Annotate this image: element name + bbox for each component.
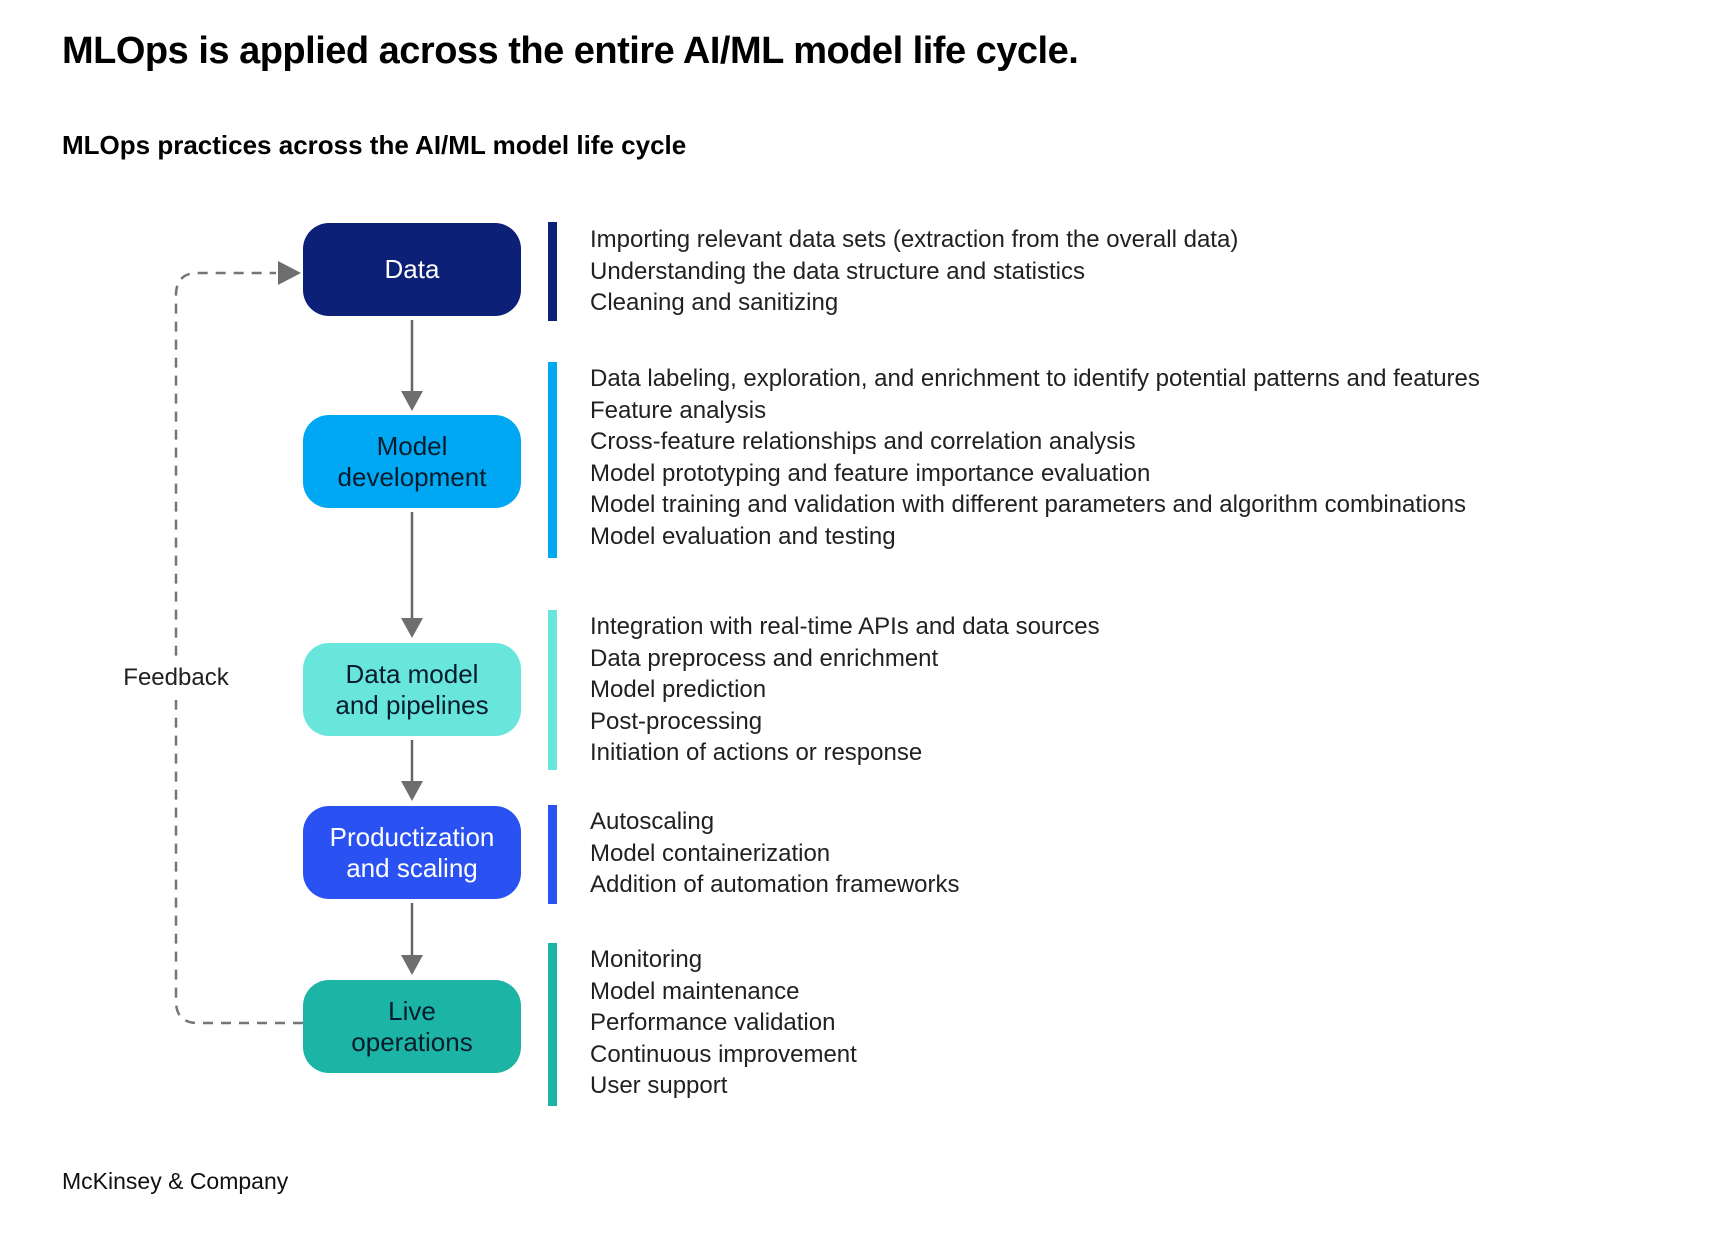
practice-item: Model containerization [590,839,831,867]
stage-box-label: Data [384,254,440,284]
flow-arrow-down-1 [401,320,423,411]
practice-item: Post-processing [590,707,763,735]
practice-item: Data preprocess and enrichment [590,644,939,672]
stage-box-label: Data model and pipelines [335,658,489,720]
stage-box-model-development: Model development [303,415,521,508]
flow-arrow-down-3 [401,740,423,801]
stage-accent-bar [548,943,557,1106]
practice-item: Model training and validation with diffe… [590,491,1467,518]
practice-item: Model evaluation and testing [590,522,896,550]
footer-brand: McKinsey & Company [62,1168,289,1194]
practice-item: Continuous improvement [590,1040,857,1068]
stage-accent-bar [548,362,557,558]
stage-practices-list: Integration with real-time APIs and data… [590,611,1100,769]
stage-accent-bar [548,610,557,770]
stage-box-label: Model development [337,430,487,492]
flow-arrow-down-4 [401,903,423,975]
practice-item: Monitoring [590,946,703,973]
stage-accent-bar [548,805,557,904]
practice-item: Model maintenance [590,977,800,1005]
practice-item: Data labeling, exploration, and enrichme… [590,365,1480,392]
stage-box-data: Data [303,223,521,316]
stage-practices-list: Data labeling, exploration, and enrichme… [590,363,1480,552]
feedback-loop-path [174,271,303,1025]
exhibit-subtitle: MLOps practices across the AI/ML model l… [62,130,687,160]
stage-box-label: Live operations [351,995,473,1057]
flow-arrow-down-2 [401,512,423,638]
stage-box-data-model-pipelines: Data model and pipelines [303,643,521,736]
practice-item: Autoscaling [590,808,715,835]
practice-item: Integration with real-time APIs and data… [590,613,1100,640]
feedback-arrowhead-icon [278,261,301,285]
practice-item: Cleaning and sanitizing [590,289,839,316]
feedback-label: Feedback [117,656,235,700]
stage-practices-list: Autoscaling Model containerization Addit… [590,806,960,901]
practice-item: Importing relevant data sets (extraction… [590,226,1239,253]
practice-item: Model prototyping and feature importance… [590,459,1151,487]
stage-box-live-operations: Live operations [303,980,521,1073]
practice-item: User support [590,1072,728,1099]
practice-item: Understanding the data structure and sta… [590,257,1085,285]
practice-item: Feature analysis [590,396,767,424]
practice-item: Initiation of actions or response [590,739,923,766]
practice-item: Cross-feature relationships and correlat… [590,428,1136,455]
stage-box-productization-scaling: Productization and scaling [303,806,521,899]
stage-box-label: Productization and scaling [329,821,495,883]
stage-practices-list: Monitoring Model maintenance Performance… [590,944,857,1102]
practice-item: Addition of automation frameworks [590,871,960,898]
practice-item: Model prediction [590,676,767,703]
practice-item: Performance validation [590,1009,836,1036]
exhibit-title: MLOps is applied across the entire AI/ML… [62,30,1079,72]
stage-practices-list: Importing relevant data sets (extraction… [590,224,1238,319]
stage-accent-bar [548,222,557,321]
